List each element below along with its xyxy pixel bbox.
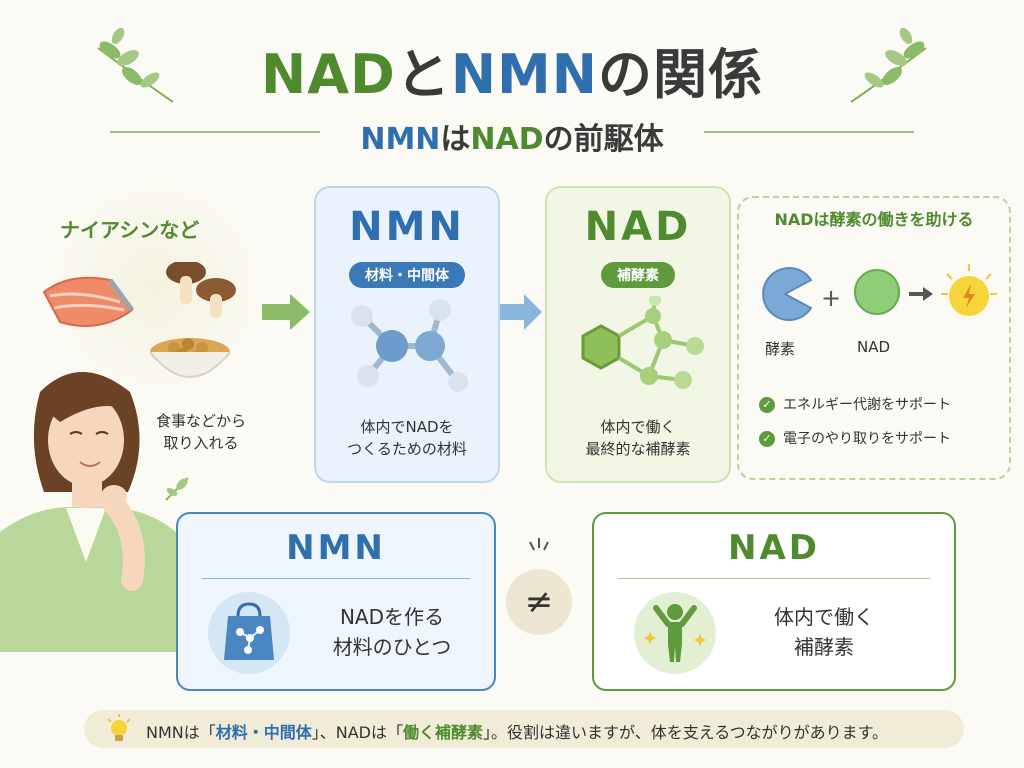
title-nad: NAD — [261, 43, 396, 106]
nmn-desc-line1: 体内でNADを — [360, 418, 454, 436]
nmn-desc-line2: つくるための材料 — [347, 440, 467, 458]
energy-lightning-icon — [939, 262, 999, 326]
checkmark-icon: ✓ — [759, 397, 775, 413]
nmn-card: NMN 材料・中間体 体内でNADをつくるための材料 — [314, 186, 500, 483]
arrow-right-blue-icon — [498, 292, 544, 336]
arrow-right-green-icon — [262, 292, 312, 336]
compare-nmn-text: NADを作る材料のひとつ — [312, 602, 472, 662]
compare-nad-box: NAD 体内で働く補酵素 — [592, 512, 956, 691]
nmn-card-title: NMN — [349, 204, 465, 250]
compare-nad-divider — [618, 578, 930, 579]
page-title: NADとNMNの関係 — [0, 30, 1024, 109]
nad-card-title: NAD — [584, 204, 692, 250]
food-caption-line1: 食事などから — [155, 412, 246, 430]
check-item-electron-text: 電子のやり取りをサポート — [783, 431, 951, 447]
compare-nmn-line2: 材料のひとつ — [332, 635, 452, 659]
shopping-bag-molecule-icon — [224, 602, 274, 660]
subtitle-wa: は — [440, 122, 471, 157]
compare-nmn-divider — [202, 578, 470, 579]
compare-nad-line2: 補酵素 — [794, 635, 854, 659]
enzyme-box-title: NADは酵素の働きを助ける — [774, 210, 974, 229]
footer-part2: 」、NADは「 — [311, 723, 404, 742]
compare-nmn-box: NMN NADを作る材料のひとつ — [176, 512, 496, 691]
nad-card-pill: 補酵素 — [601, 262, 675, 288]
title-rest: の関係 — [597, 43, 763, 106]
molecule-blue-icon — [332, 296, 482, 410]
natto-bowl-icon — [149, 338, 231, 378]
food-caption-line2: 取り入れる — [163, 434, 239, 452]
compare-nad-line1: 体内で働く — [774, 605, 874, 629]
nad-desc-line2: 最終的な補酵素 — [585, 440, 691, 458]
subtitle-rest: の前駆体 — [543, 122, 664, 157]
nad-sphere-icon — [853, 268, 901, 320]
check-item-energy-text: エネルギー代謝をサポート — [783, 397, 951, 413]
molecule-green-icon — [563, 294, 713, 410]
lightbulb-icon — [104, 714, 134, 748]
salmon-icon — [42, 276, 135, 327]
enzyme-explanation-box: NADは酵素の働きを助ける + 酵素 NAD ✓ エネルギー代謝をサポート ✓ 電子… — [737, 196, 1011, 480]
enzyme-pacman-icon — [757, 266, 813, 326]
small-leaf-icon — [162, 474, 192, 508]
subtitle-nmn: NMN — [360, 122, 441, 157]
subtitle-divider-left — [110, 131, 320, 133]
nad-card: NAD 補酵素 体内で働く最終的な補酵素 — [545, 186, 731, 483]
nmn-card-description: 体内でNADをつくるための材料 — [316, 416, 498, 460]
plus-icon: + — [821, 284, 842, 312]
nad-label: NAD — [857, 338, 891, 356]
footer-part3: 」。役割は違いますが、体を支えるつながりがあります。 — [483, 723, 888, 742]
compare-nad-text: 体内で働く補酵素 — [734, 602, 914, 662]
footer-note: NMNは「材料・中間体」、NADは「働く補酵素」。役割は違いますが、体を支えるつ… — [84, 710, 964, 748]
nmn-card-pill: 材料・中間体 — [349, 262, 465, 288]
title-to: と — [395, 43, 451, 106]
subtitle-divider-right — [704, 131, 914, 133]
nad-card-description: 体内で働く最終的な補酵素 — [547, 416, 729, 460]
food-source-label: ナイアシンなど — [60, 218, 200, 242]
food-illustration — [40, 260, 240, 396]
arrow-right-small-icon — [909, 286, 933, 305]
footer-highlight-nad: 働く補酵素 — [403, 723, 484, 742]
emphasis-rays-icon — [528, 536, 550, 562]
woman-illustration — [0, 362, 180, 656]
title-nmn: NMN — [450, 43, 598, 106]
enzyme-label: 酵素 — [765, 340, 796, 358]
check-item-energy: ✓ エネルギー代謝をサポート — [759, 394, 951, 414]
compare-nad-title: NAD — [728, 528, 820, 568]
subtitle-nad: NAD — [470, 122, 544, 157]
check-item-electron: ✓ 電子のやり取りをサポート — [759, 428, 951, 448]
subtitle: NMNはNADの前駆体 — [0, 114, 1024, 158]
mushroom-icon — [166, 260, 236, 318]
compare-nmn-icon-bg — [208, 592, 290, 674]
food-source-caption: 食事などから取り入れる — [146, 410, 256, 454]
footer-text: NMNは「材料・中間体」、NADは「働く補酵素」。役割は違いますが、体を支えるつ… — [146, 719, 888, 743]
not-equal-symbol: ≠ — [506, 569, 572, 635]
footer-highlight-nmn: 材料・中間体 — [215, 723, 312, 742]
compare-nad-icon-bg — [634, 592, 716, 674]
checkmark-icon: ✓ — [759, 431, 775, 447]
footer-part1: NMNは「 — [146, 723, 216, 742]
compare-nmn-line1: NADを作る — [339, 605, 445, 629]
active-person-icon — [644, 604, 706, 662]
nad-desc-line1: 体内で働く — [600, 418, 676, 436]
leaf-right-decoration — [846, 28, 936, 108]
leaf-left-decoration — [88, 28, 178, 108]
compare-nmn-title: NMN — [286, 528, 386, 568]
